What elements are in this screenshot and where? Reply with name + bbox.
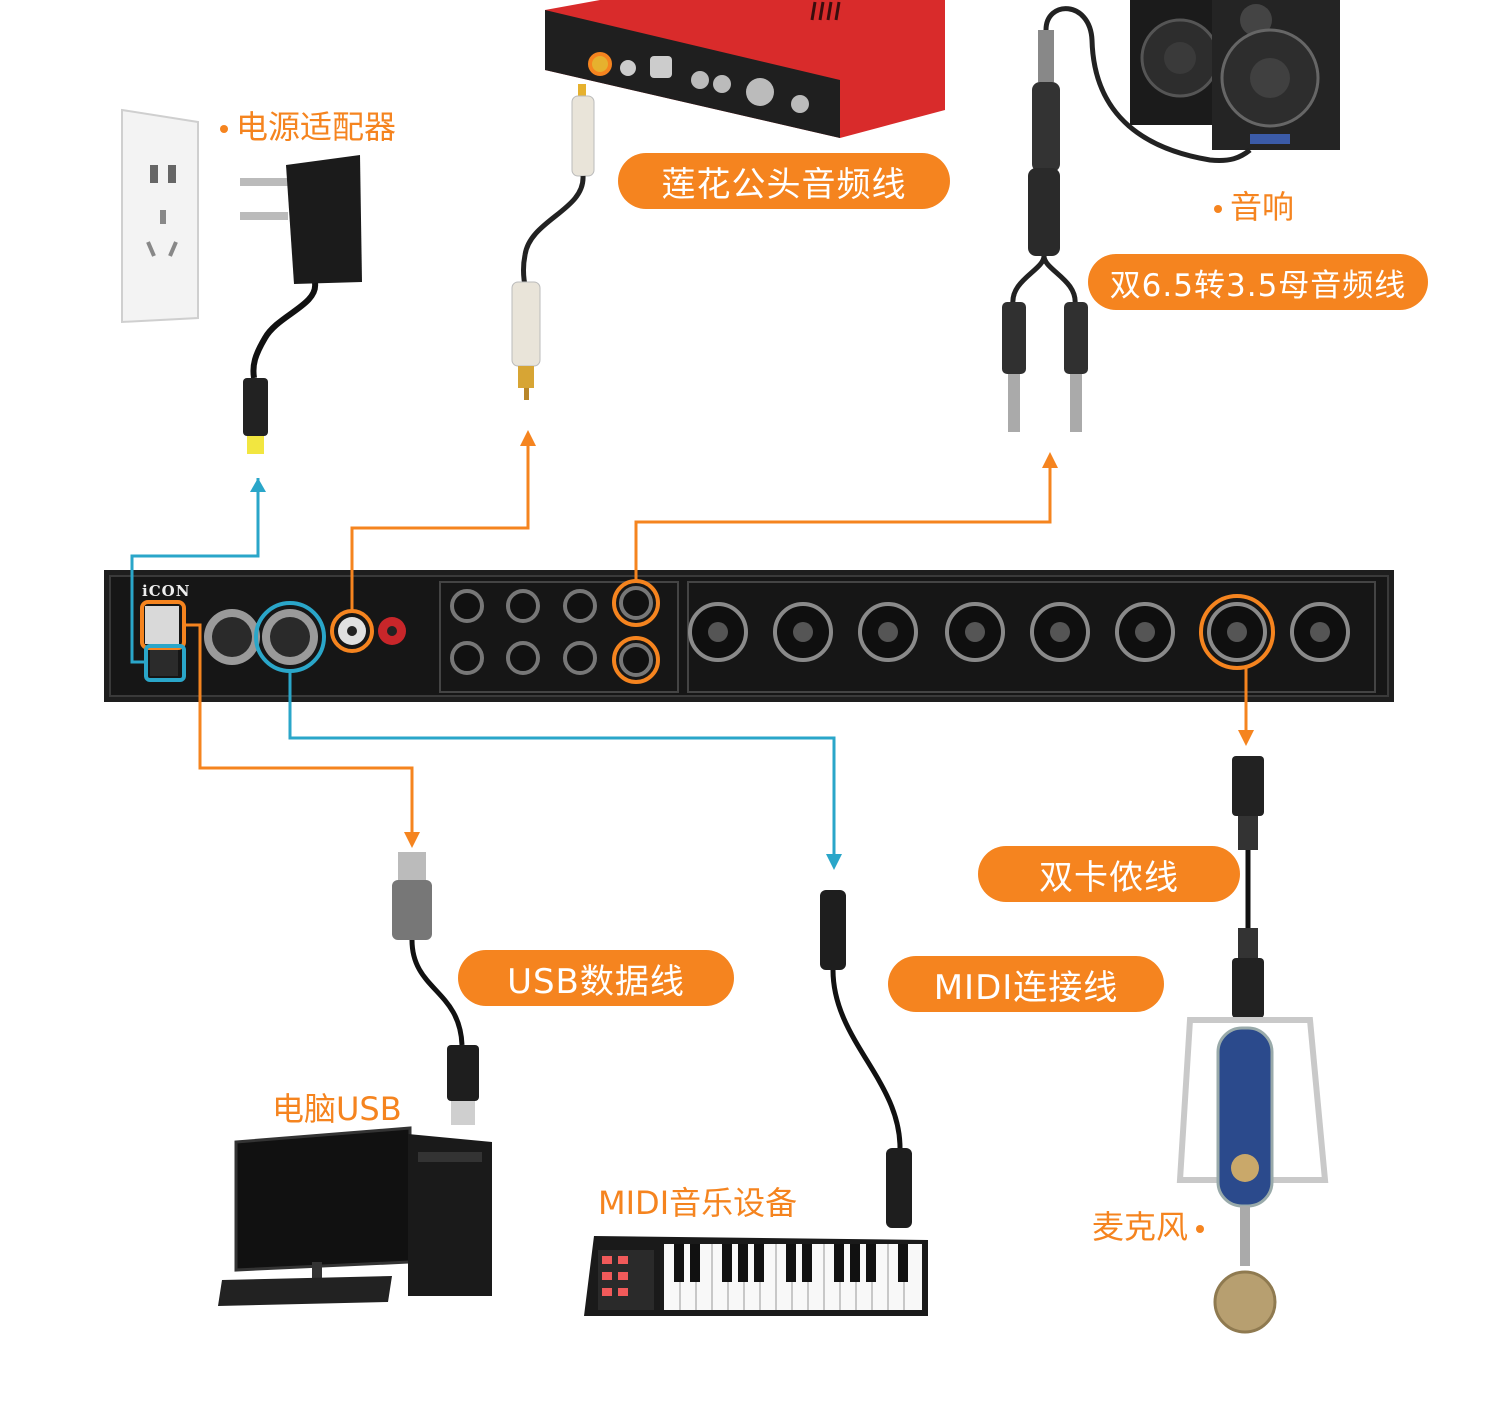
dual-jack-cable <box>1002 6 1252 432</box>
usb-cable <box>392 852 479 1125</box>
wall-socket <box>121 108 199 324</box>
device-brand: iCON <box>142 582 191 600</box>
rca-cable-label: 莲花公头音频线 <box>618 153 950 209</box>
dual-cable-label: 双6.5转3.5母音频线 <box>1088 254 1428 310</box>
microphone <box>1176 1017 1329 1334</box>
red-audio-interface <box>545 0 945 138</box>
rca-cable <box>511 84 595 400</box>
dot-icon <box>1196 1225 1205 1233</box>
usb-cable-label: USB数据线 <box>458 950 734 1006</box>
computer <box>218 1126 492 1306</box>
midi-device-label: MIDI音乐设备 <box>598 1184 798 1222</box>
xlr-cable-label: 双卡侬线 <box>978 846 1240 902</box>
midi-cable-label: MIDI连接线 <box>888 956 1164 1012</box>
midi-keyboard <box>584 1236 928 1316</box>
dot-icon <box>220 125 228 133</box>
midi-cable <box>820 890 912 1228</box>
dot-icon <box>1214 205 1222 213</box>
speaker-label: 音响 <box>1206 182 1294 228</box>
speakers <box>1130 0 1340 150</box>
connection-lines <box>130 430 1254 870</box>
power-adapter-label: 电源适配器 <box>212 102 396 148</box>
xlr-cable <box>1232 756 1264 1018</box>
microphone-label: 麦克风 <box>1092 1202 1212 1248</box>
rack-audio-interface <box>104 570 1394 702</box>
power-adapter <box>240 155 362 454</box>
computer-usb-label: 电脑USB <box>272 1090 402 1128</box>
